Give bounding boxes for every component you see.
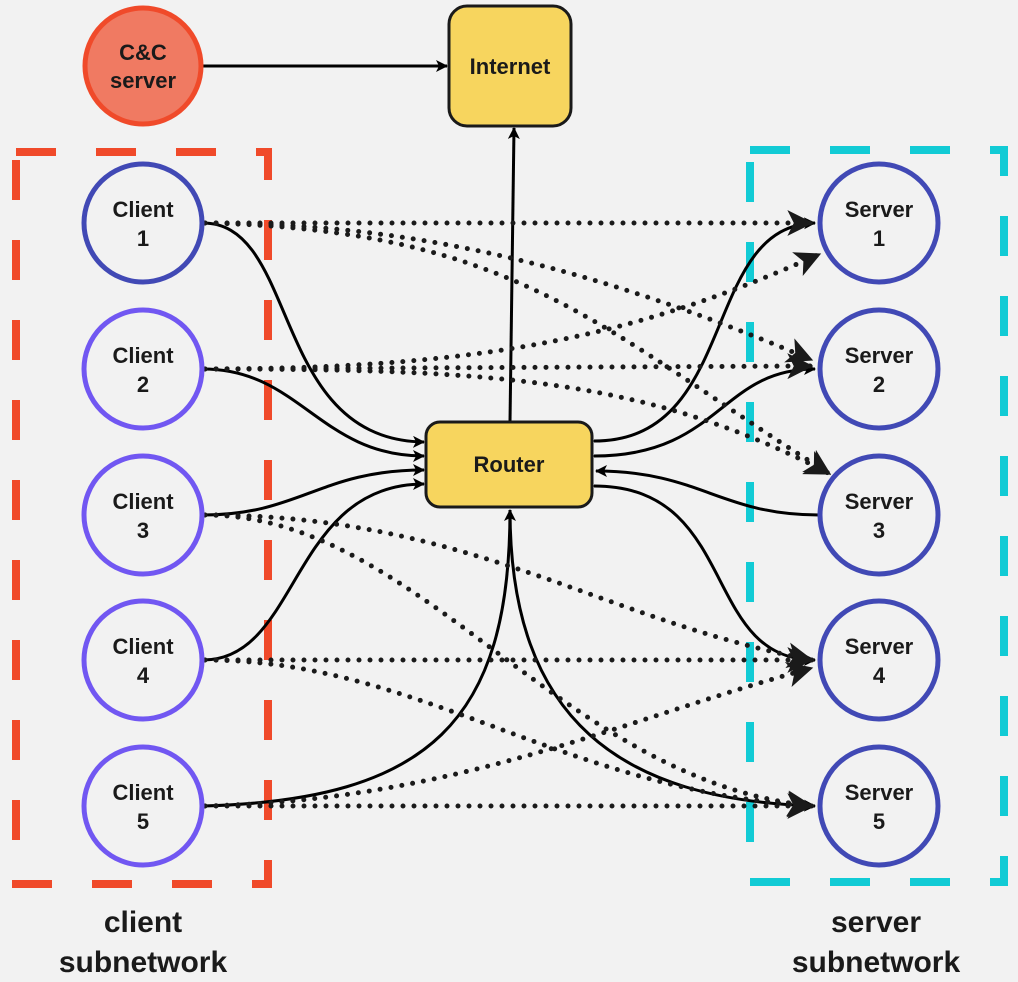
server-label-line2: 3 [873, 518, 885, 543]
client-label-line1: Client [112, 780, 174, 805]
cc-server-node[interactable]: C&C server [82, 5, 204, 127]
edge-server3-router [595, 465, 820, 517]
cc-server-label-line2: server [110, 68, 177, 93]
client-label-line2: 4 [137, 663, 150, 688]
edge-router-server1 [582, 217, 816, 448]
edge-router-server5 [508, 509, 816, 812]
server-node-2[interactable]: Server 2 [817, 307, 941, 431]
server-label-line2: 2 [873, 372, 885, 397]
client-node-4[interactable]: Client 4 [81, 598, 205, 722]
internet-label: Internet [470, 54, 551, 79]
server-label-line2: 4 [873, 663, 886, 688]
client-circle [81, 161, 205, 285]
dotted-edges [202, 210, 833, 819]
client-circle [81, 453, 205, 577]
client-label-line2: 1 [137, 226, 149, 251]
internet-node[interactable]: Internet [447, 4, 573, 128]
edge-client5-router [202, 509, 516, 808]
server-label-line1: Server [845, 343, 914, 368]
dotted-client3-server4 [202, 512, 815, 669]
server-label-line2: 1 [873, 226, 885, 251]
server-label-line2: 5 [873, 809, 885, 834]
server-label-line1: Server [845, 489, 914, 514]
edge-router-server4 [582, 479, 816, 666]
client-label-line1: Client [112, 197, 174, 222]
client-circle [81, 598, 205, 722]
edge-client4-router [202, 478, 425, 662]
server-label-line1: Server [845, 634, 914, 659]
dotted-client2-server2 [202, 353, 815, 380]
server-circle [817, 598, 941, 722]
client-label-line2: 3 [137, 518, 149, 543]
server-group-label-line1: server [831, 906, 921, 939]
dotted-client4-server5 [202, 657, 815, 818]
edge-client3-router [202, 464, 425, 517]
client-circle [81, 744, 205, 868]
client-label-line2: 5 [137, 809, 149, 834]
server-label-line1: Server [845, 780, 914, 805]
dotted-client1-server3 [202, 220, 833, 477]
router-node[interactable]: Router [424, 420, 594, 509]
client-label-line1: Client [112, 634, 174, 659]
client-label-line1: Client [112, 489, 174, 514]
solid-edges [202, 60, 820, 812]
client-node-1[interactable]: Client 1 [81, 161, 205, 285]
server-circle [817, 161, 941, 285]
client-node-3[interactable]: Client 3 [81, 453, 205, 577]
server-node-3[interactable]: Server 3 [817, 453, 941, 577]
server-circle [817, 744, 941, 868]
router-box [424, 420, 594, 509]
edge-client1-router [202, 221, 425, 448]
edge-client2-router [202, 367, 425, 462]
server-group-label-line2: subnetwork [792, 946, 961, 979]
client-group-label-line2: subnetwork [59, 946, 228, 979]
server-node-1[interactable]: Server 1 [817, 161, 941, 285]
router-label: Router [474, 452, 545, 477]
client-label-line1: Client [112, 343, 174, 368]
server-node-4[interactable]: Server 4 [817, 598, 941, 722]
client-circle [81, 307, 205, 431]
server-circle [817, 307, 941, 431]
client-node-5[interactable]: Client 5 [81, 744, 205, 868]
dotted-client5-server4 [202, 661, 815, 809]
server-label-line1: Server [845, 197, 914, 222]
internet-box [447, 4, 573, 128]
server-circle [817, 453, 941, 577]
cc-server-label-line1: C&C [119, 40, 167, 65]
client-group-label-line1: client [104, 906, 182, 939]
client-label-line2: 2 [137, 372, 149, 397]
server-node-5[interactable]: Server 5 [817, 744, 941, 868]
dotted-client3-server5 [202, 512, 815, 817]
client-subnetwork-box [12, 148, 272, 888]
client-node-2[interactable]: Client 2 [81, 307, 205, 431]
edge-router-internet [507, 127, 520, 423]
cc-server-circle [82, 5, 204, 127]
edge-router-server2 [582, 363, 816, 463]
